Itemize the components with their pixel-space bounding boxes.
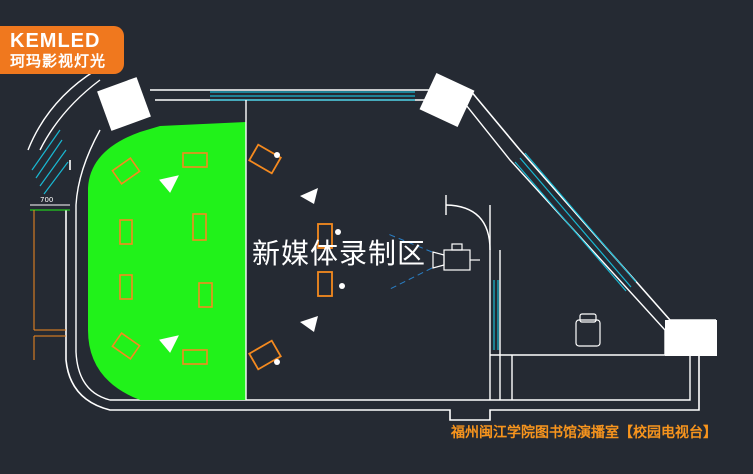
- spotlight-icon: [274, 152, 345, 365]
- spotlight-icon: [159, 175, 179, 353]
- left-curved-wall: [39, 79, 101, 151]
- logo: KEMLED 珂玛影视灯光: [0, 26, 124, 74]
- zone-label: 新媒体录制区: [252, 237, 427, 270]
- softbox-top-left: [97, 77, 151, 131]
- diagonal-window: [514, 152, 637, 292]
- softbox-right: [665, 320, 717, 356]
- top-window: [210, 91, 415, 101]
- panel-light-icon: [111, 152, 213, 365]
- chair-icon: [575, 313, 601, 347]
- partition-window: [493, 280, 499, 350]
- partition-right: [445, 195, 690, 400]
- camera-view-lines: [387, 233, 433, 291]
- panel-light-icon: [248, 143, 333, 371]
- logo-subtitle: 珂玛影视灯光: [10, 52, 107, 70]
- logo-brand: KEMLED: [10, 30, 101, 52]
- softbox-top-right: [419, 72, 475, 128]
- left-window: [31, 129, 69, 195]
- dimension-label: 700: [40, 196, 54, 204]
- caption: 福州闽江学院图书馆演播室【校园电视台】: [451, 425, 717, 441]
- video-camera-icon: [432, 243, 480, 271]
- dimension-line: [30, 204, 70, 211]
- left-curved-wall-outer: [27, 69, 97, 151]
- exterior-markers: [33, 210, 66, 360]
- green-screen-area: [88, 122, 246, 400]
